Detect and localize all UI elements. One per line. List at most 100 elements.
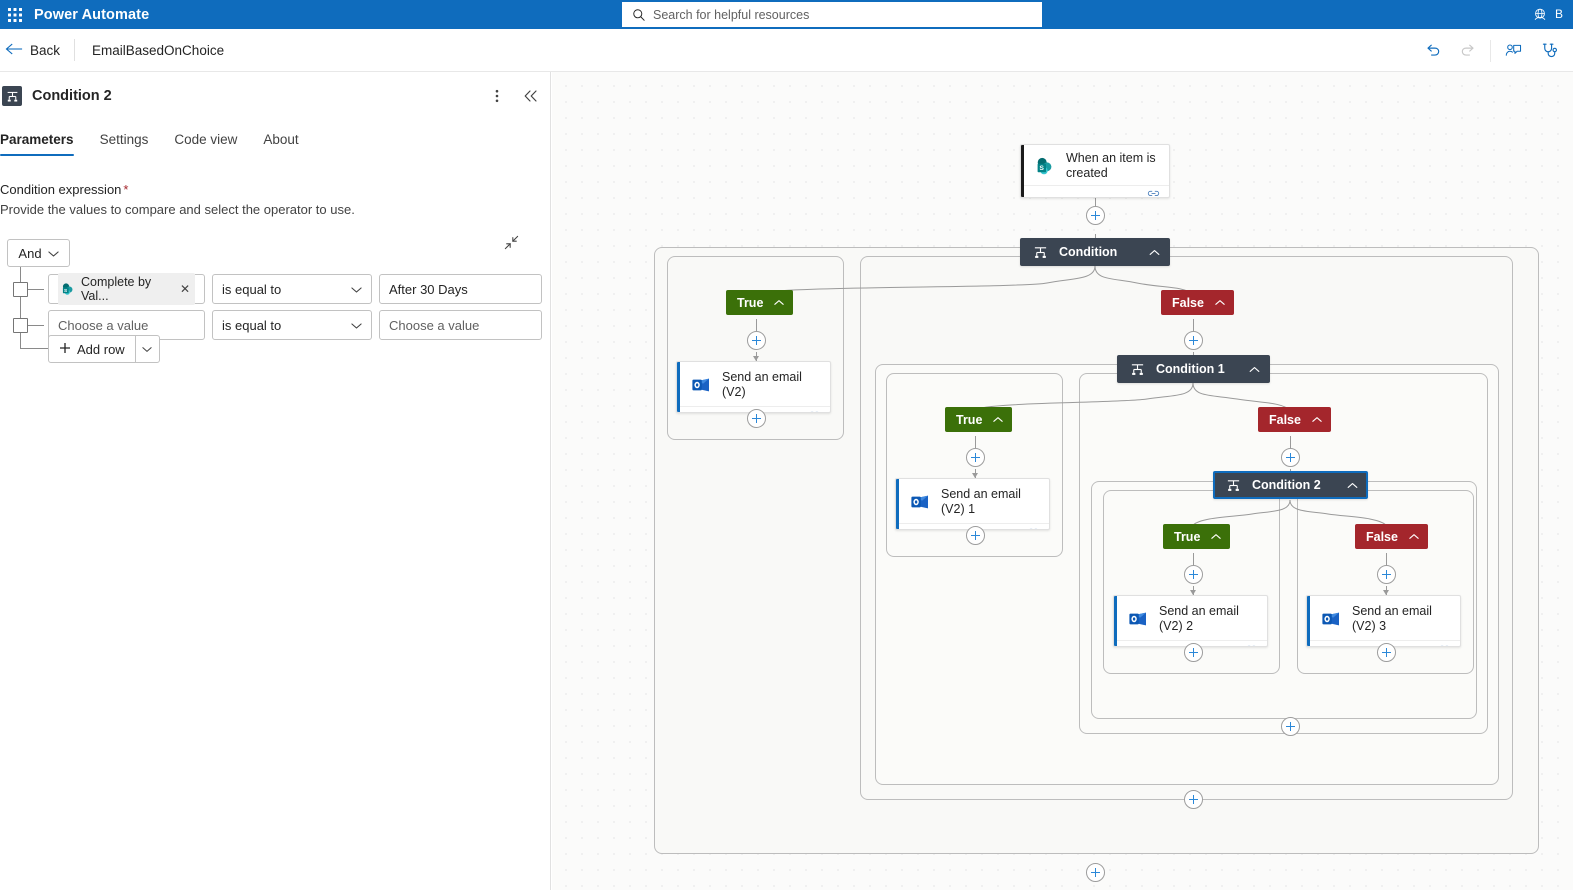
edge-true-to-plus bbox=[756, 319, 757, 333]
user-initials[interactable]: B bbox=[1555, 8, 1564, 21]
brand-bar-actions: B bbox=[1525, 0, 1573, 29]
more-vertical-icon[interactable] bbox=[486, 84, 508, 108]
branch-badge-false[interactable]: False bbox=[1355, 524, 1428, 549]
panel-header: Condition 2 bbox=[0, 72, 550, 120]
branch-badge-true[interactable]: True bbox=[726, 290, 794, 315]
action-node-body: Send an email (V2) 2 bbox=[1114, 596, 1267, 640]
link-chain-icon[interactable] bbox=[1027, 524, 1040, 529]
redo-icon bbox=[1450, 33, 1486, 69]
chevron-up-icon[interactable] bbox=[1249, 366, 1260, 373]
row-checkbox[interactable] bbox=[13, 318, 28, 333]
action-node-email[interactable]: Send an email (V2) 2 bbox=[1113, 595, 1268, 647]
action-node-title: Send an email (V2) bbox=[722, 370, 802, 399]
add-step-plus-button[interactable] bbox=[1086, 863, 1105, 882]
tab-settings[interactable]: Settings bbox=[99, 132, 149, 147]
chevron-up-icon[interactable] bbox=[993, 416, 1004, 423]
outlook-icon bbox=[1128, 609, 1148, 629]
action-node-title: Send an email (V2) 3 bbox=[1352, 604, 1432, 633]
chevron-up-icon[interactable] bbox=[774, 299, 785, 306]
search-icon bbox=[630, 6, 648, 24]
trigger-node[interactable]: S When an item is created bbox=[1020, 144, 1170, 198]
add-step-plus-button[interactable] bbox=[1281, 448, 1300, 467]
trigger-node-footer bbox=[1021, 185, 1169, 197]
condition-right-value[interactable]: Choose a value bbox=[379, 310, 542, 340]
chevron-down-icon bbox=[351, 282, 362, 297]
back-button[interactable]: Back bbox=[0, 29, 74, 72]
row-checkbox[interactable] bbox=[13, 282, 28, 297]
brand-title[interactable]: Power Automate bbox=[34, 6, 150, 23]
add-step-plus-button[interactable] bbox=[966, 448, 985, 467]
condition-node[interactable]: Condition bbox=[1020, 238, 1170, 266]
chevron-up-icon[interactable] bbox=[1211, 533, 1222, 540]
add-row-main[interactable]: Add row bbox=[49, 336, 135, 362]
branch-badge-true[interactable]: True bbox=[1163, 524, 1231, 549]
chevron-up-icon[interactable] bbox=[1347, 482, 1358, 489]
add-step-plus-button[interactable] bbox=[1184, 790, 1203, 809]
branch-badge-false[interactable]: False bbox=[1258, 407, 1331, 432]
condition-operator-dropdown[interactable]: is equal to bbox=[212, 274, 372, 304]
remove-token-icon[interactable]: ✕ bbox=[179, 282, 190, 296]
condition2-node[interactable]: Condition 2 bbox=[1213, 471, 1368, 499]
app-launcher-waffle-icon[interactable] bbox=[0, 0, 30, 29]
add-row-button[interactable]: Add row bbox=[48, 335, 160, 363]
collapse-diagonal-icon[interactable] bbox=[500, 231, 522, 253]
svg-text:S: S bbox=[64, 288, 67, 294]
group-operator-dropdown[interactable]: And bbox=[7, 239, 70, 267]
branch-label: True bbox=[1174, 529, 1201, 544]
tab-about[interactable]: About bbox=[263, 132, 299, 147]
global-search[interactable] bbox=[622, 2, 1042, 27]
plus-icon bbox=[59, 342, 71, 357]
add-step-plus-button[interactable] bbox=[1184, 331, 1203, 350]
condition-right-value[interactable]: After 30 Days bbox=[379, 274, 542, 304]
outlook-icon bbox=[1321, 609, 1341, 629]
branch-label: True bbox=[737, 295, 764, 310]
tab-parameters[interactable]: Parameters bbox=[0, 132, 87, 156]
add-row-dropdown[interactable] bbox=[134, 336, 159, 362]
chevron-up-icon[interactable] bbox=[1149, 249, 1160, 256]
search-input[interactable] bbox=[653, 7, 1034, 22]
copilot-feedback-icon[interactable] bbox=[1495, 33, 1531, 69]
link-chain-icon[interactable] bbox=[1245, 641, 1258, 646]
flow-checker-stethoscope-icon[interactable] bbox=[1531, 33, 1567, 69]
node-accent-bar bbox=[1021, 145, 1024, 197]
tab-code-view[interactable]: Code view bbox=[174, 132, 238, 147]
arrow-head bbox=[1382, 590, 1389, 595]
condition-left-value[interactable]: S Complete by Val... ✕ bbox=[48, 273, 205, 305]
branch-label: True bbox=[956, 412, 983, 427]
add-step-plus-button[interactable] bbox=[1184, 643, 1203, 662]
globe-icon[interactable] bbox=[1525, 0, 1555, 29]
add-step-plus-button[interactable] bbox=[1281, 717, 1300, 736]
action-node-body: Send an email (V2) 1 bbox=[896, 479, 1049, 523]
flow-name[interactable]: EmailBasedOnChoice bbox=[92, 42, 225, 58]
branch-badge-false[interactable]: False bbox=[1161, 290, 1234, 315]
condition-expression-description: Provide the values to compare and select… bbox=[0, 202, 355, 217]
arrow-head bbox=[971, 473, 978, 478]
action-node-email[interactable]: Send an email (V2) bbox=[676, 361, 831, 413]
branch-label: False bbox=[1269, 412, 1301, 427]
add-step-plus-button[interactable] bbox=[1086, 206, 1105, 225]
tree-trunk bbox=[20, 267, 21, 348]
link-chain-icon[interactable] bbox=[1147, 186, 1160, 197]
undo-icon[interactable] bbox=[1414, 33, 1450, 69]
double-chevron-left-icon[interactable] bbox=[520, 84, 542, 108]
action-node-email[interactable]: Send an email (V2) 3 bbox=[1306, 595, 1461, 647]
branch-badge-true[interactable]: True bbox=[945, 407, 1013, 432]
add-step-plus-button[interactable] bbox=[1377, 565, 1396, 584]
action-node-email[interactable]: Send an email (V2) 1 bbox=[895, 478, 1050, 530]
link-chain-icon[interactable] bbox=[1438, 641, 1451, 646]
add-step-plus-button[interactable] bbox=[1377, 643, 1396, 662]
link-chain-icon[interactable] bbox=[808, 407, 821, 412]
chevron-up-icon[interactable] bbox=[1312, 416, 1322, 423]
add-step-plus-button[interactable] bbox=[747, 409, 766, 428]
flow-canvas[interactable]: S When an item is created bbox=[552, 72, 1573, 890]
add-step-plus-button[interactable] bbox=[1184, 565, 1203, 584]
add-step-plus-button[interactable] bbox=[747, 331, 766, 350]
chevron-up-icon[interactable] bbox=[1215, 299, 1225, 306]
condition-operator-dropdown[interactable]: is equal to bbox=[212, 310, 372, 340]
add-step-plus-button[interactable] bbox=[966, 526, 985, 545]
command-bar-divider bbox=[74, 39, 76, 61]
condition-icon bbox=[2, 86, 22, 106]
action-node-body: Send an email (V2) bbox=[677, 362, 830, 406]
condition1-node[interactable]: Condition 1 bbox=[1117, 355, 1270, 383]
chevron-up-icon[interactable] bbox=[1409, 533, 1419, 540]
